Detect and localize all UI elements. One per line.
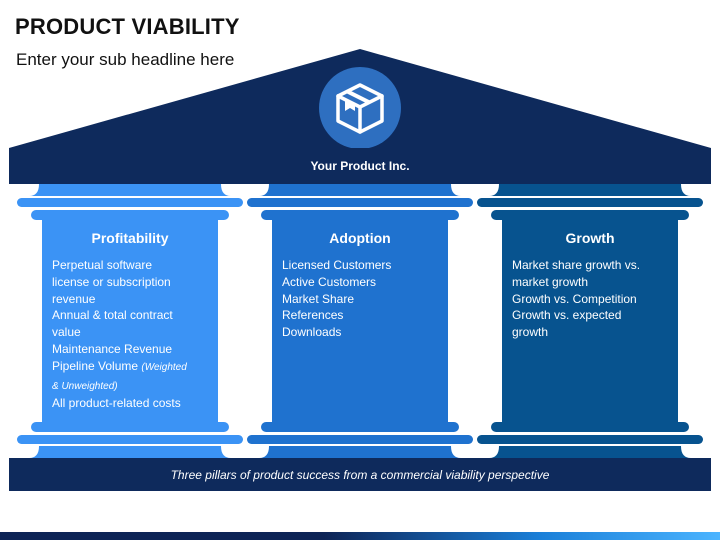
pillar-capital [17, 184, 243, 220]
pillar-title: Profitability [91, 230, 169, 246]
pillar-plinth [247, 422, 473, 458]
list-item: Maintenance Revenue [37, 341, 187, 358]
list-item: Growth vs. Competition [497, 291, 647, 308]
list-item: References [267, 307, 417, 324]
pillar-plinth [17, 422, 243, 458]
pillar-capital [477, 184, 703, 220]
pillar-title: Adoption [329, 230, 391, 246]
page-subtitle: Enter your sub headline here [16, 50, 235, 69]
product-logo [319, 67, 401, 149]
pillar-title: Growth [565, 230, 615, 246]
list-item-note: (Weighted & Unweighted) [52, 361, 187, 392]
pillar-list: Market share growth vs. market growth Gr… [497, 257, 647, 341]
base-caption: Three pillars of product success from a … [9, 458, 711, 491]
list-item: Annual & total contract value [37, 307, 187, 341]
pillar-list: Licensed Customers Active Customers Mark… [267, 257, 417, 341]
pillar-growth: Growth Market share growth vs. market gr… [477, 184, 703, 458]
list-item: Active Customers [267, 274, 417, 291]
box-icon [336, 83, 384, 134]
pillar-adoption: Adoption Licensed Customers Active Custo… [247, 184, 473, 458]
page-title: PRODUCT VIABILITY [15, 14, 240, 39]
pillar-profitability: Profitability Perpetual software license… [17, 184, 243, 458]
list-item: Licensed Customers [267, 257, 417, 274]
list-item: All product-related costs [37, 395, 187, 412]
list-item: Market share growth vs. market growth [497, 257, 647, 291]
pillar-capital [247, 184, 473, 220]
list-item: Growth vs. expected growth [497, 307, 647, 341]
pillar-plinth [477, 422, 703, 458]
list-item: Pipeline Volume (Weighted & Unweighted) [37, 358, 187, 396]
footer-band [0, 532, 720, 540]
beam-label: Your Product Inc. [9, 148, 711, 184]
list-item: Market Share [267, 291, 417, 308]
list-item: Perpetual software license or subscripti… [37, 257, 187, 307]
pillar-list: Perpetual software license or subscripti… [37, 257, 187, 412]
list-item: Downloads [267, 324, 417, 341]
